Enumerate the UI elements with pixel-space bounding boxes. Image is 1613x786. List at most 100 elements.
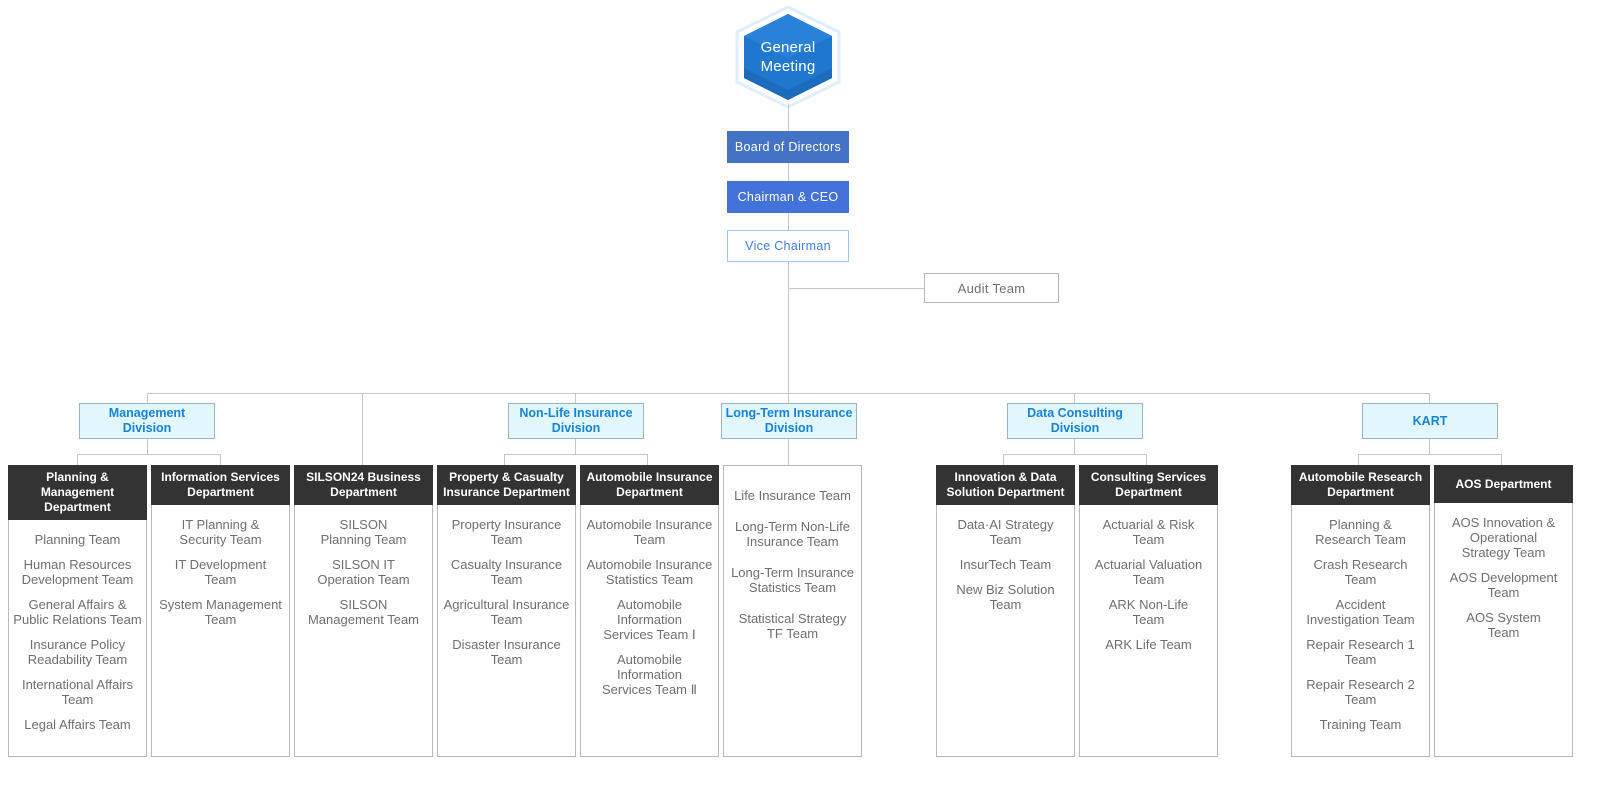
- dept-header-line2: Solution Department: [946, 485, 1065, 499]
- division-long-term-insurance[interactable]: Long-Term Insurance Division: [721, 403, 857, 439]
- connector-bar-to-nonlife-division: [575, 393, 576, 403]
- chairman-ceo-node[interactable]: Chairman & CEO: [727, 181, 849, 213]
- dept-header-line1: Automobile Research: [1298, 470, 1423, 484]
- division-data-consulting-line2: Division: [1050, 421, 1100, 435]
- team-item[interactable]: General Affairs &Public Relations Team: [13, 597, 142, 627]
- connector-vice-spine: [788, 262, 789, 393]
- connector-management-to-infoservices: [220, 454, 221, 465]
- team-item[interactable]: ARK Life Team: [1105, 637, 1192, 652]
- connector-nonlife-to-property: [504, 454, 505, 465]
- division-management-line2: Division: [122, 421, 172, 435]
- connector-bar-to-kart-division: [1429, 393, 1430, 403]
- department-property-casualty[interactable]: Property & Casualty Insurance Department…: [437, 465, 576, 757]
- dept-header-line2: Department: [44, 500, 111, 514]
- department-planning-management[interactable]: Planning & Management Department Plannin…: [8, 465, 147, 757]
- department-automobile-research-header: Automobile Research Department: [1291, 465, 1430, 505]
- division-non-life-insurance[interactable]: Non-Life Insurance Division: [508, 403, 644, 439]
- connector-management-down: [147, 439, 148, 454]
- audit-team-node[interactable]: Audit Team: [924, 273, 1059, 303]
- team-item[interactable]: Life Insurance Team: [734, 488, 851, 503]
- department-information-services[interactable]: Information Services Department IT Plann…: [151, 465, 290, 757]
- connector-board-to-ceo: [788, 163, 789, 182]
- team-item[interactable]: InsurTech Team: [959, 557, 1052, 572]
- connector-data-down: [1074, 439, 1075, 454]
- division-data-consulting[interactable]: Data Consulting Division: [1007, 403, 1143, 439]
- board-of-directors-node[interactable]: Board of Directors: [727, 131, 849, 163]
- division-kart[interactable]: KART: [1362, 403, 1498, 439]
- dept-header-line2: Department: [330, 485, 397, 499]
- general-meeting-line1: General: [760, 39, 816, 56]
- connector-bar-to-management-division: [147, 393, 148, 403]
- dept-header-line1: Automobile Insurance: [586, 470, 713, 484]
- connector-management-to-planning: [77, 454, 78, 465]
- department-automobile-research[interactable]: Automobile Research Department Planning …: [1291, 465, 1430, 757]
- department-aos-header: AOS Department: [1434, 465, 1573, 503]
- team-item[interactable]: Training Team: [1319, 717, 1402, 732]
- department-innovation-data-solution[interactable]: Innovation & Data Solution Department Da…: [936, 465, 1075, 757]
- department-automobile-insurance[interactable]: Automobile Insurance Department Automobi…: [580, 465, 719, 757]
- connector-data-to-innovation: [1003, 454, 1004, 465]
- department-information-services-header: Information Services Department: [151, 465, 290, 505]
- dept-header-line1: AOS Department: [1455, 476, 1552, 491]
- team-list: IT Planning &Security Team IT Developmen…: [152, 505, 289, 756]
- team-item[interactable]: Planning Team: [34, 532, 121, 547]
- division-non-life-line1: Non-Life Insurance: [519, 406, 633, 420]
- general-meeting-label: General Meeting: [735, 6, 841, 108]
- vice-chairman-node[interactable]: Vice Chairman: [727, 230, 849, 262]
- division-kart-line1: KART: [1412, 413, 1448, 428]
- connector-meeting-to-board: [788, 104, 789, 132]
- connector-data-split: [1003, 454, 1146, 455]
- dept-header-line1: Planning & Management: [40, 470, 115, 499]
- dept-header-line1: Information Services: [161, 470, 280, 484]
- connector-kart-down: [1429, 439, 1430, 454]
- connector-bar-to-silson24: [362, 393, 363, 465]
- team-item[interactable]: Planning &Research Team: [1315, 517, 1406, 547]
- division-management[interactable]: Management Division: [79, 403, 215, 439]
- dept-header-line1: Innovation & Data: [954, 470, 1057, 484]
- department-planning-management-header: Planning & Management Department: [8, 465, 147, 520]
- division-non-life-line2: Division: [551, 421, 601, 435]
- general-meeting-node[interactable]: General Meeting: [735, 6, 841, 108]
- team-item[interactable]: IT Planning &Security Team: [179, 517, 262, 547]
- dept-header-line1: Consulting Services: [1090, 470, 1207, 484]
- team-item[interactable]: Legal Affairs Team: [24, 717, 131, 732]
- department-silson24-header: SILSON24 Business Department: [294, 465, 433, 505]
- department-aos[interactable]: AOS Department AOS Innovation &Operation…: [1434, 465, 1573, 757]
- department-consulting-services[interactable]: Consulting Services Department Actuarial…: [1079, 465, 1218, 757]
